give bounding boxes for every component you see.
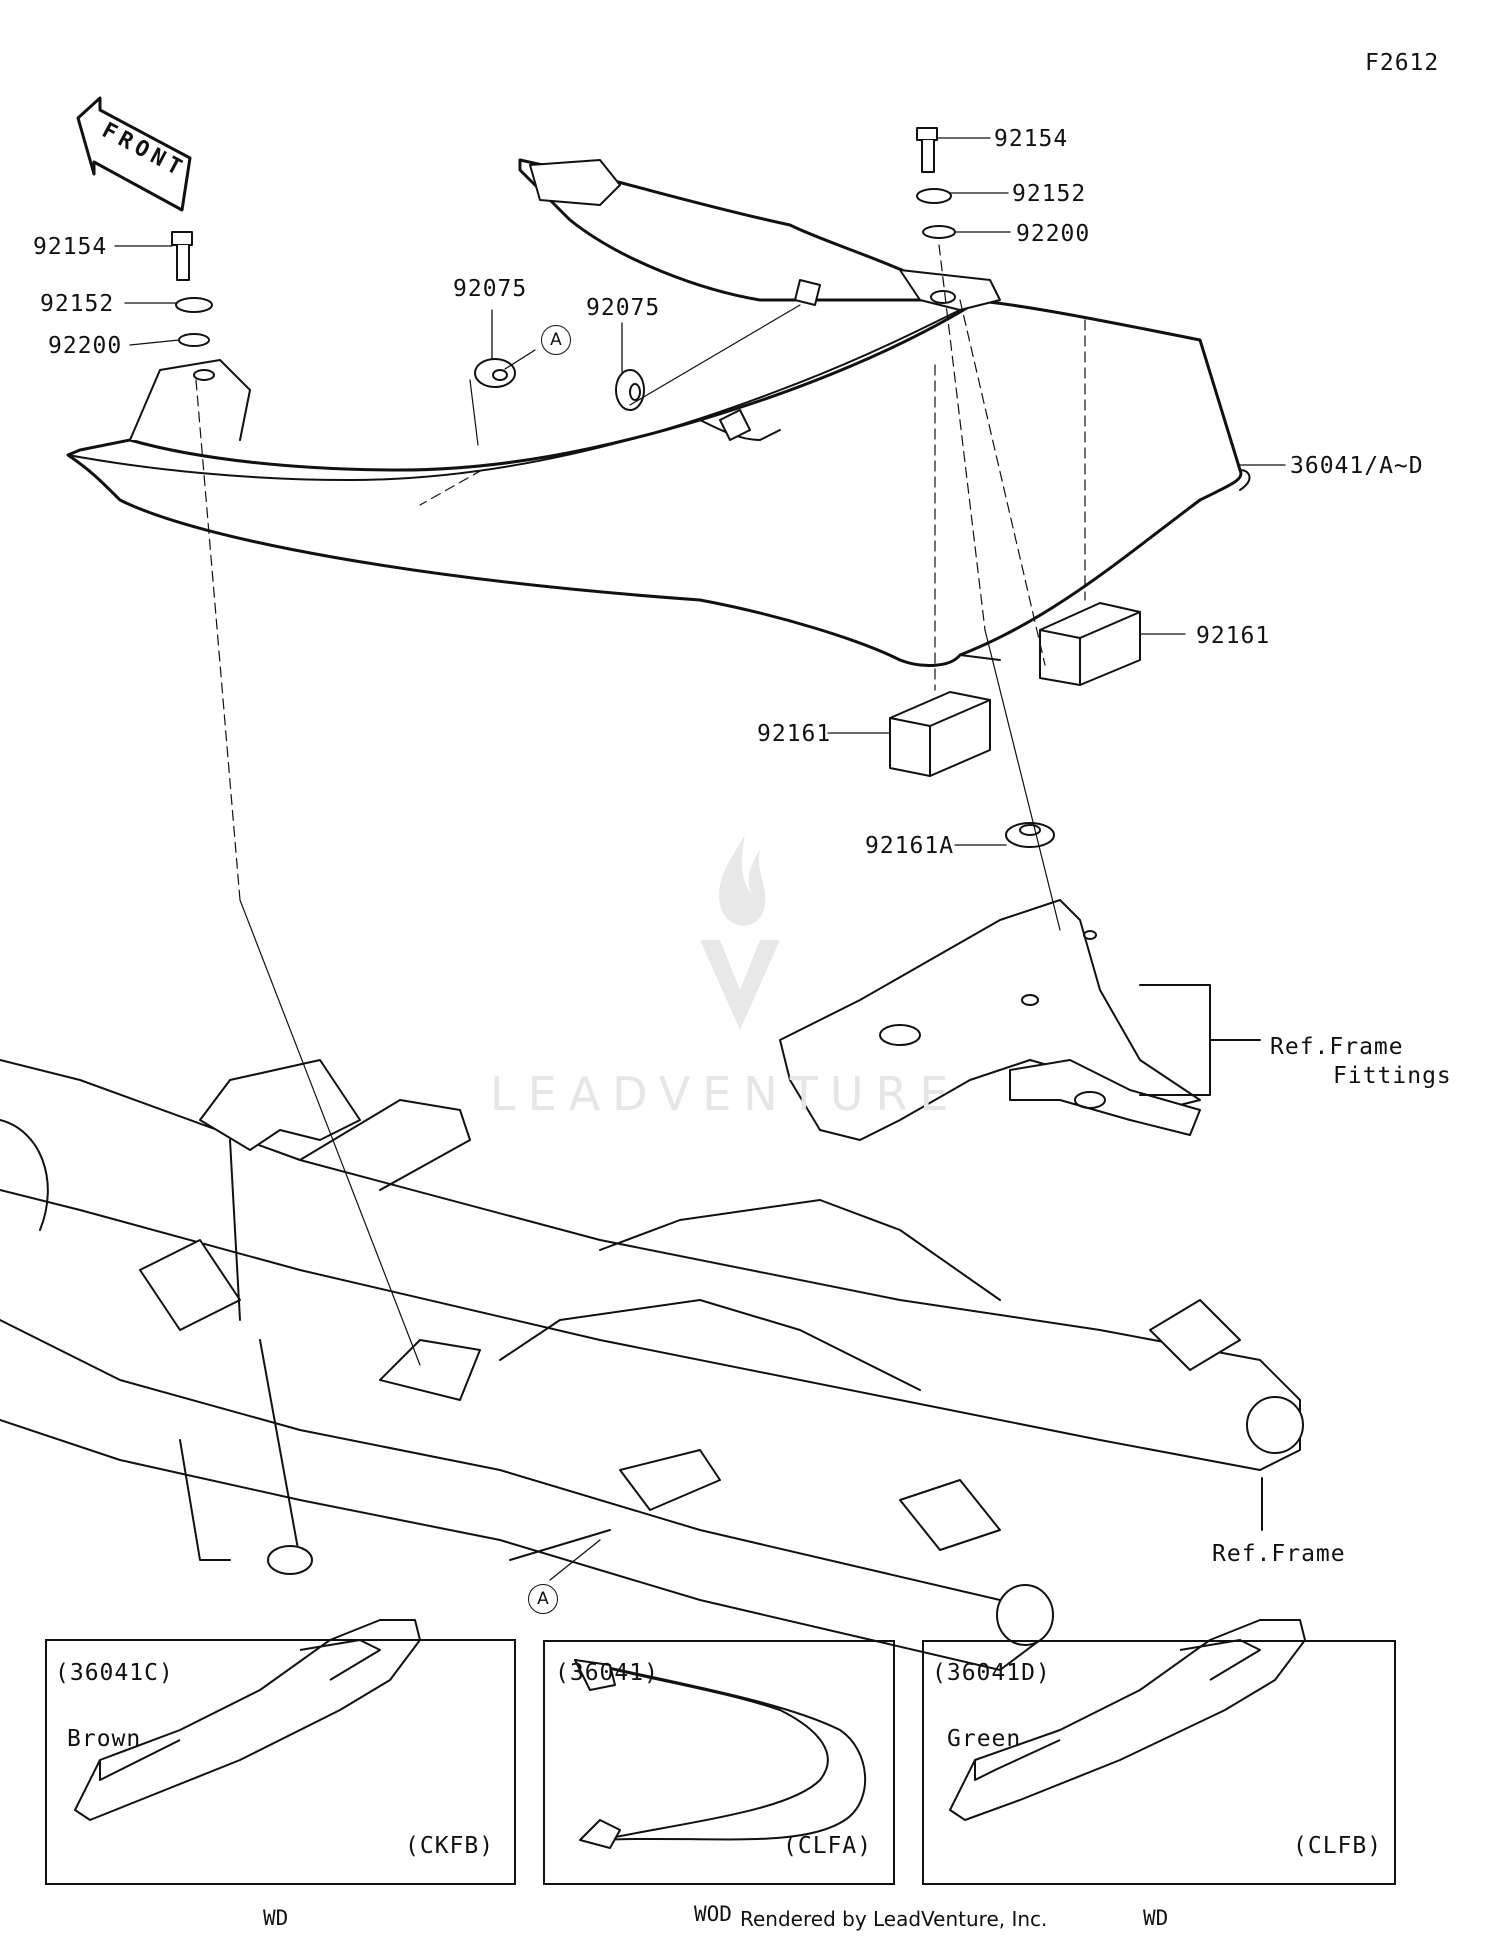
inset-3-color: Green (947, 1726, 1022, 1752)
part-label-seat-cowl[interactable]: 36041/A~D (1290, 453, 1424, 479)
part-label-washer2-left[interactable]: 92200 (48, 333, 123, 359)
inset-3-market: WD (1143, 1906, 1169, 1930)
part-label-pad-left[interactable]: 92161 (757, 721, 832, 747)
part-label-pad-right[interactable]: 92161 (1196, 623, 1271, 649)
frame-drawing (0, 1059, 1304, 1671)
inset-2-variant: (CLFA) (783, 1833, 873, 1859)
inset-1-code: (36041C) (55, 1660, 174, 1686)
part-label-bolt-right[interactable]: 92154 (994, 126, 1069, 152)
part-label-grommet-a[interactable]: 92075 (453, 276, 528, 302)
diagram-code: F2612 (1365, 50, 1440, 76)
watermark-text: LEADVENTURE (490, 1067, 961, 1121)
part-label-washer-left[interactable]: 92152 (40, 291, 115, 317)
inset-box-1 (45, 1639, 516, 1885)
hardware-right (916, 127, 956, 239)
inset-3-variant: (CLFB) (1293, 1833, 1383, 1859)
callout-a-bottom: A (528, 1584, 558, 1614)
inset-2-drawing (574, 1659, 866, 1849)
part-label-grommet-b[interactable]: 92075 (586, 295, 661, 321)
render-credit: Rendered by LeadVenture, Inc. (740, 1907, 1048, 1931)
ref-frame-fittings-label-2: Fittings (1333, 1063, 1452, 1089)
alignment-lines (195, 244, 1086, 1366)
inset-3-code: (36041D) (932, 1660, 1051, 1686)
inset-1-variant: (CKFB) (405, 1833, 495, 1859)
pads (889, 602, 1141, 848)
inset-box-3 (922, 1640, 1396, 1885)
part-label-grommet-c[interactable]: 92161A (865, 833, 955, 859)
inset-box-2 (543, 1640, 895, 1885)
grommets (474, 358, 645, 411)
part-label-washer2-right[interactable]: 92200 (1016, 221, 1091, 247)
front-arrow-icon (76, 96, 192, 212)
callout-a-top: A (541, 325, 571, 355)
frame-fittings-drawing (779, 899, 1261, 1141)
inset-1-color: Brown (67, 1726, 142, 1752)
watermark-logo-icon (700, 835, 780, 1030)
inset-3-drawing (949, 1619, 1306, 1821)
leader-lines (114, 137, 1286, 1581)
part-label-washer-right[interactable]: 92152 (1012, 181, 1087, 207)
inset-1-drawing (74, 1619, 421, 1821)
inset-2-code: (36041) (555, 1660, 659, 1686)
hardware-left (171, 231, 213, 347)
inset-1-market: WD (263, 1906, 289, 1930)
ref-frame-fittings-label-1: Ref.Frame (1270, 1034, 1404, 1060)
part-label-bolt-left[interactable]: 92154 (33, 234, 108, 260)
ref-frame-label: Ref.Frame (1212, 1541, 1346, 1567)
inset-2-market: WOD (694, 1902, 732, 1926)
